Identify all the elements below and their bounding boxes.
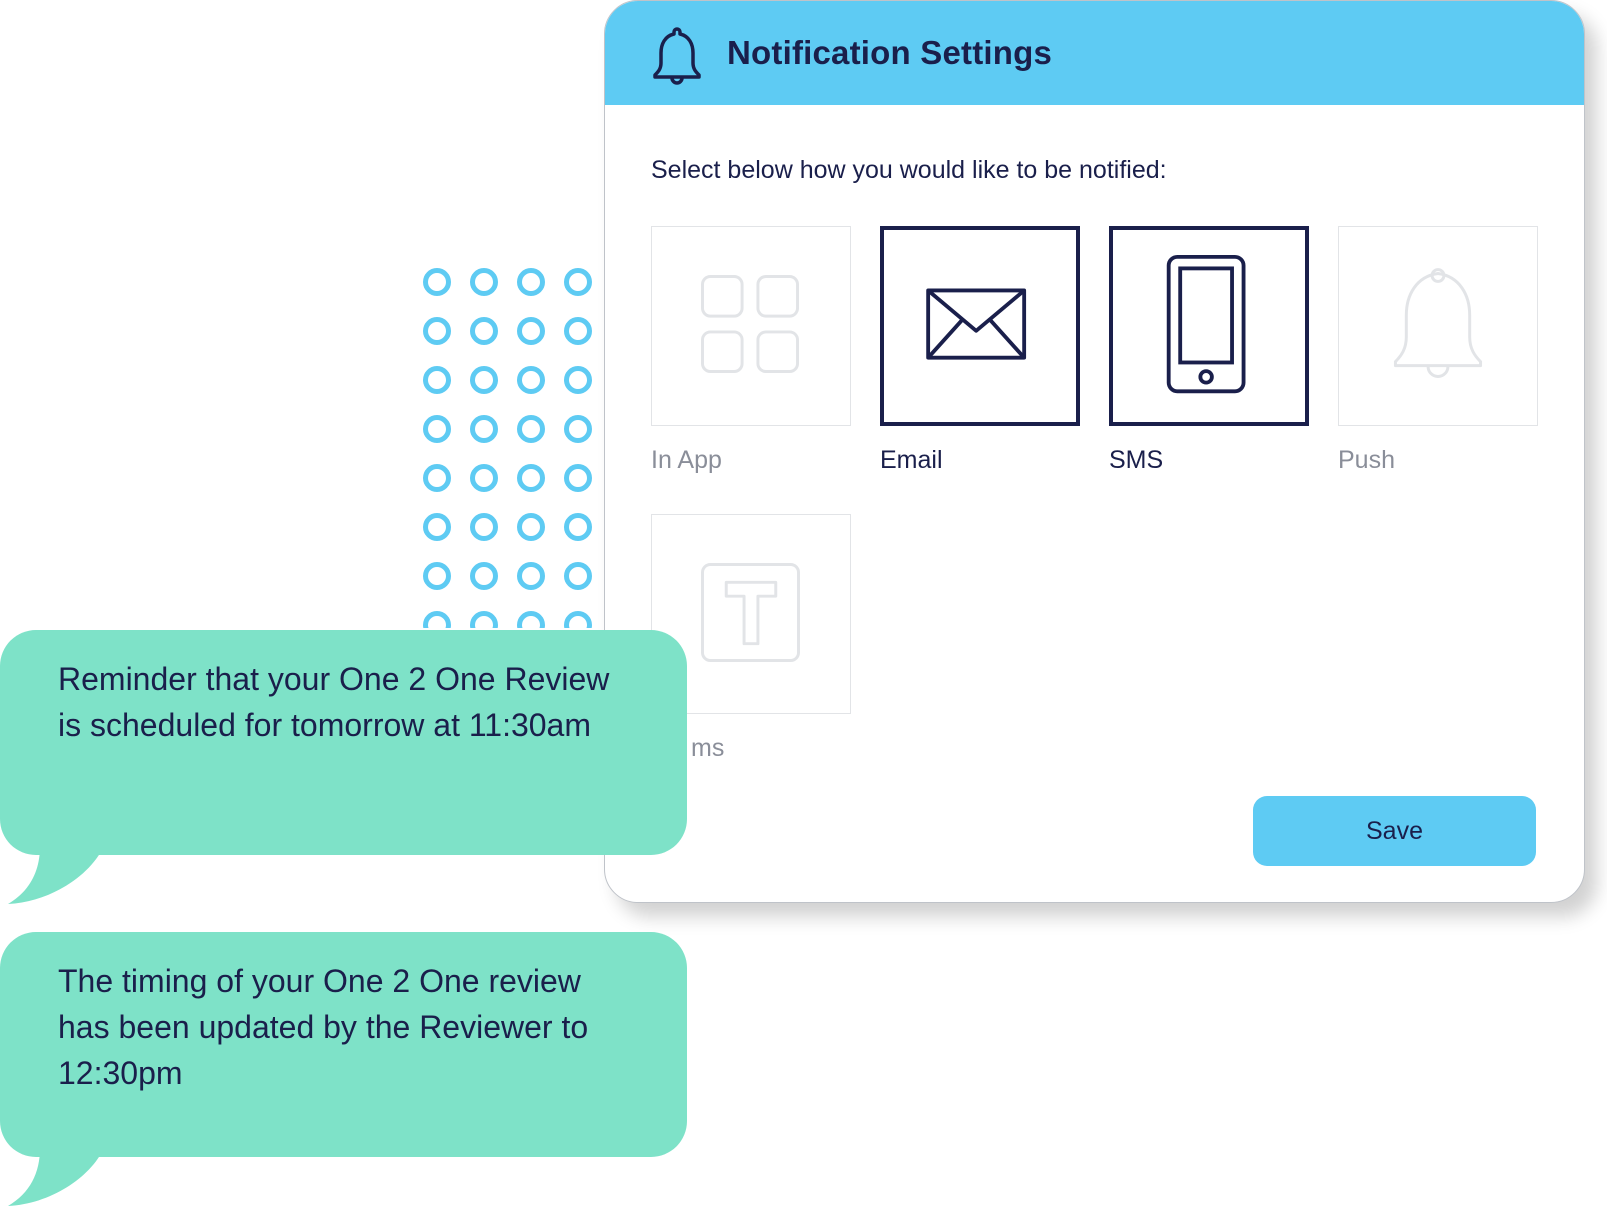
decorative-circle	[423, 464, 451, 492]
decorative-circle	[470, 268, 498, 296]
message-bubble: Reminder that your One 2 One Review is s…	[0, 630, 687, 855]
decorative-circle	[517, 464, 545, 492]
bubble-tail	[8, 846, 104, 904]
decorative-circle	[564, 268, 592, 296]
option-push[interactable]	[1338, 226, 1538, 426]
option-in-app[interactable]	[651, 226, 851, 426]
instructions-text: Select below how you would like to be no…	[651, 156, 1167, 184]
decorative-circle	[517, 366, 545, 394]
message-text: Reminder that your One 2 One Review is s…	[58, 661, 610, 743]
bell-icon	[1393, 268, 1483, 378]
decorative-circle	[564, 562, 592, 590]
save-button[interactable]: Save	[1253, 796, 1536, 866]
decorative-circle	[564, 415, 592, 443]
decorative-circle-grid	[423, 268, 607, 628]
option-email[interactable]	[880, 226, 1080, 426]
decorative-circle	[423, 317, 451, 345]
option-label-push: Push	[1338, 446, 1395, 474]
grid-icon	[701, 275, 800, 374]
option-label-in-app: In App	[651, 446, 722, 474]
decorative-circle	[564, 317, 592, 345]
decorative-circle	[564, 513, 592, 541]
decorative-circle	[423, 268, 451, 296]
decorative-circle	[517, 513, 545, 541]
decorative-circle	[470, 562, 498, 590]
panel-header: Notification Settings	[605, 1, 1584, 105]
decorative-circle	[517, 317, 545, 345]
decorative-circle	[423, 562, 451, 590]
option-label-sms: SMS	[1109, 446, 1164, 474]
option-sms[interactable]	[1109, 226, 1309, 426]
mobile-phone-icon	[1166, 254, 1246, 394]
notification-settings-panel: Notification Settings Select below how y…	[604, 0, 1585, 903]
decorative-circle	[564, 464, 592, 492]
decorative-circle	[470, 464, 498, 492]
decorative-circle	[517, 268, 545, 296]
decorative-circle	[470, 366, 498, 394]
decorative-circle	[517, 562, 545, 590]
decorative-circle	[470, 415, 498, 443]
decorative-circle	[423, 366, 451, 394]
decorative-circle	[470, 317, 498, 345]
message-bubble: The timing of your One 2 One review has …	[0, 932, 687, 1157]
decorative-circle	[423, 611, 451, 628]
text-icon	[701, 563, 801, 663]
decorative-circle	[423, 415, 451, 443]
decorative-circle	[470, 513, 498, 541]
decorative-circle	[517, 611, 545, 628]
message-text: The timing of your One 2 One review has …	[58, 963, 589, 1091]
option-label-email: Email	[880, 446, 943, 474]
option-label-teams: ms	[691, 734, 725, 762]
bubble-tail	[8, 1148, 104, 1206]
decorative-circle	[423, 513, 451, 541]
envelope-icon	[926, 288, 1027, 360]
bell-icon	[652, 25, 702, 85]
decorative-circle	[564, 611, 592, 628]
decorative-circle	[517, 415, 545, 443]
decorative-circle	[564, 366, 592, 394]
decorative-circle	[470, 611, 498, 628]
page-title: Notification Settings	[727, 34, 1053, 71]
